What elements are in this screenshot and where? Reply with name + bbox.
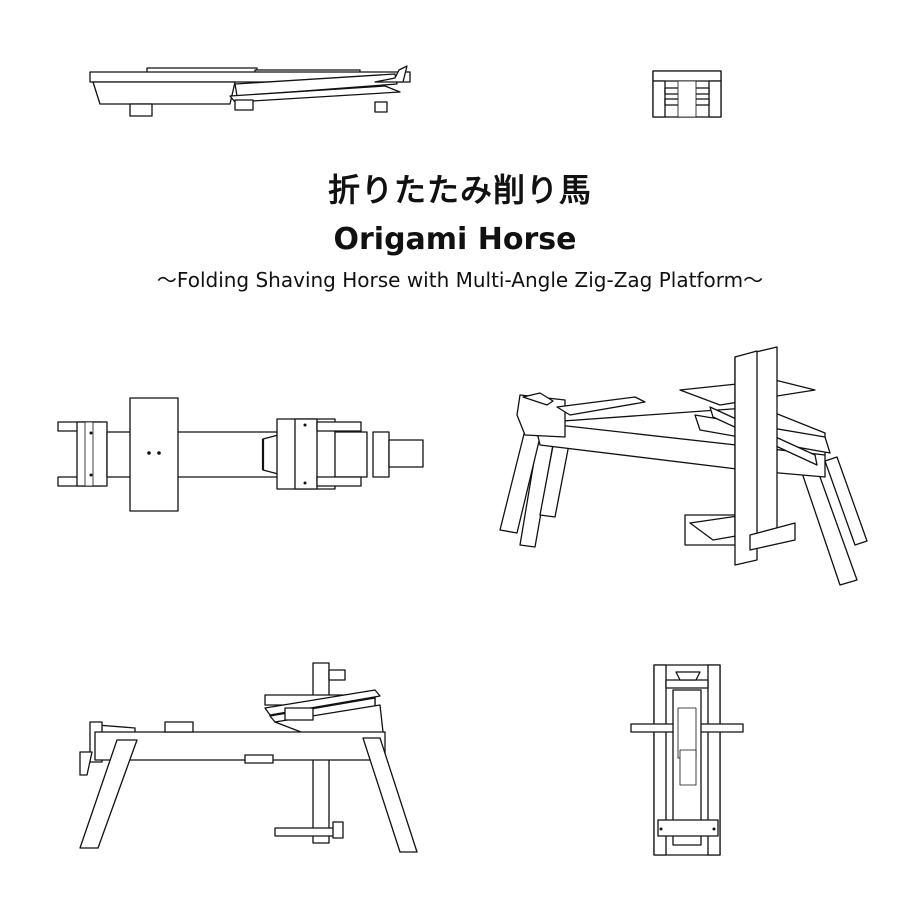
folded-end-view (652, 70, 722, 118)
english-title: Origami Horse (333, 222, 577, 257)
isometric-view (499, 346, 868, 586)
side-elevation-view (79, 662, 418, 853)
title-block: 折りたたみ削り馬 Origami Horse 〜Folding Shaving … (0, 170, 920, 294)
japanese-title: 折りたたみ削り馬 (327, 171, 592, 209)
plan-view (57, 397, 424, 512)
front-elevation-view (630, 664, 744, 856)
folded-side-view (89, 65, 411, 117)
subtitle: 〜Folding Shaving Horse with Multi-Angle … (156, 268, 764, 292)
